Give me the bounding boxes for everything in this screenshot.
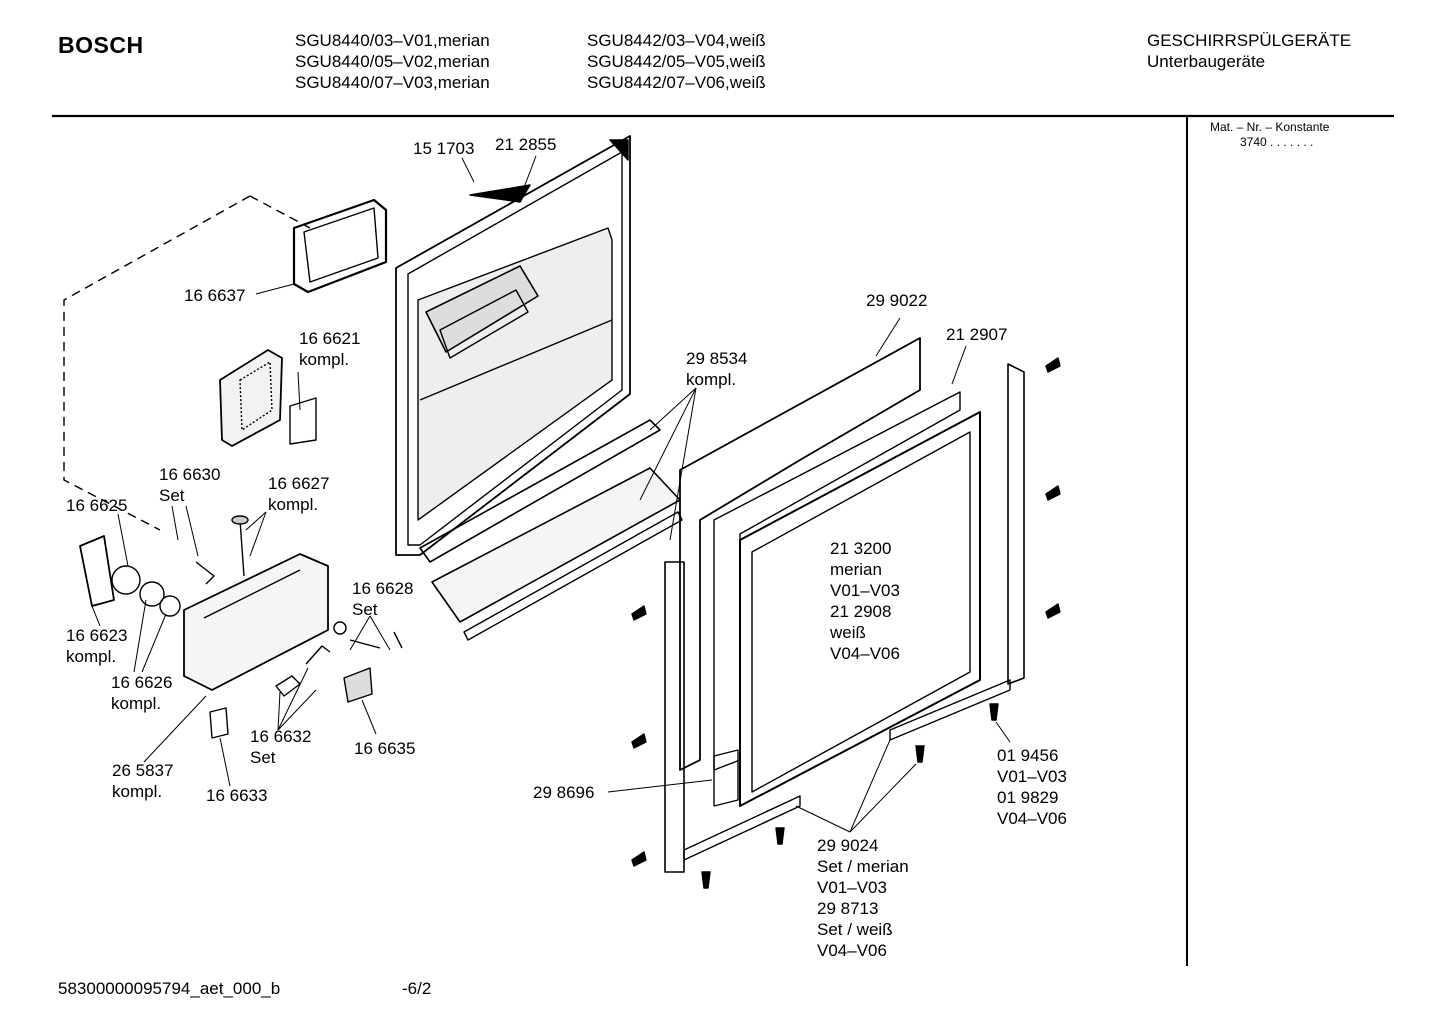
model-1-1: SGU8440/03–V01,merian (295, 31, 490, 50)
inner-door-panel (395, 135, 631, 556)
part-label-298696: 29 8696 (533, 783, 595, 802)
control-filter (219, 349, 317, 447)
subcategory-title: Unterbaugeräte (1147, 52, 1266, 71)
outer-door-panel (664, 337, 1025, 873)
mat-nr-label: Mat. – Nr. – Konstante (1210, 120, 1330, 134)
model-1-2: SGU8440/05–V02,merian (295, 52, 490, 71)
part-label-299022: 29 9022 (866, 291, 928, 310)
part-label-166625: 16 6625 (66, 496, 128, 515)
category-title: GESCHIRRSPÜLGERÄTE (1147, 31, 1352, 50)
small-parts (209, 621, 403, 739)
part-label-166633: 16 6633 (206, 786, 268, 805)
model-2-3: SGU8442/07–V06,weiß (587, 73, 766, 92)
control-module (79, 515, 329, 691)
part-label-166637: 16 6637 (184, 286, 246, 305)
assembly-dashed-line (63, 195, 311, 531)
mat-nr-value: 3740 . . . . . . . (1240, 135, 1314, 149)
model-1-3: SGU8440/07–V03,merian (295, 73, 490, 92)
display-window-frame (292, 198, 388, 294)
brand-logo: BOSCH (58, 32, 144, 58)
part-label-212907: 21 2907 (946, 325, 1008, 344)
part-label-151703: 15 1703 (413, 139, 475, 158)
part-label-212855: 21 2855 (495, 135, 557, 154)
screws (631, 357, 1061, 889)
model-2-2: SGU8442/05–V05,weiß (587, 52, 766, 71)
doc-id: 58300000095794_aet_000_b (58, 979, 281, 998)
model-2-1: SGU8442/03–V04,weiß (587, 31, 766, 50)
part-label-166635: 16 6635 (354, 739, 416, 758)
page-number: -6/2 (402, 979, 432, 998)
leader-lines (91, 155, 1011, 833)
